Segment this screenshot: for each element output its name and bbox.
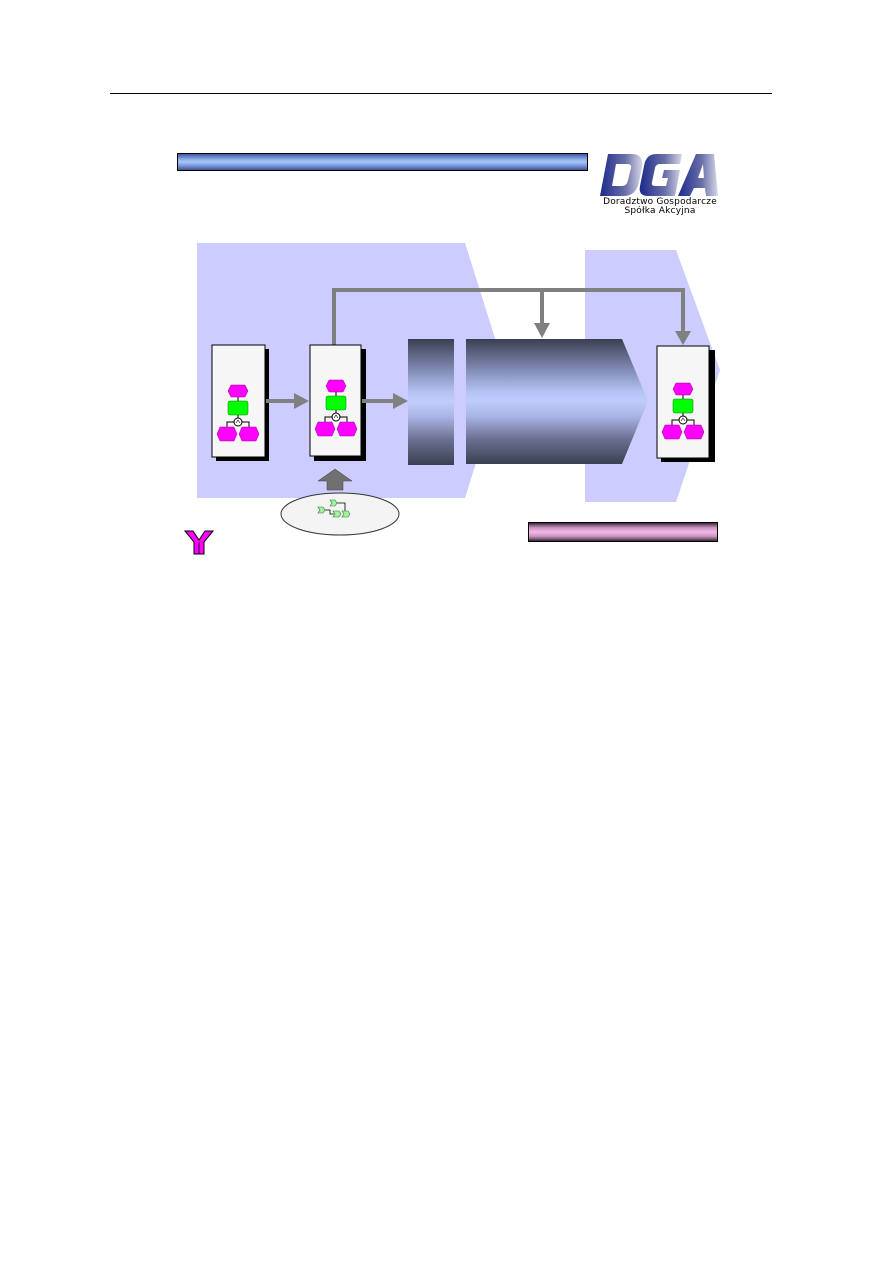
- process-card-1[interactable]: [211, 344, 269, 461]
- title-bar: [177, 153, 588, 171]
- stage-chevron: [466, 339, 648, 464]
- arrow-right-icon: [294, 393, 309, 409]
- arrow-down-icon: [534, 323, 550, 338]
- stage-block: [408, 339, 454, 465]
- value-chain-icon: [317, 499, 351, 518]
- arrow-up-icon: [317, 468, 353, 491]
- source-ellipse[interactable]: [280, 492, 400, 536]
- feedback-line: [332, 288, 685, 346]
- y-connector-icon: [183, 530, 215, 555]
- process-diagram: [183, 243, 720, 555]
- process-card-2[interactable]: [309, 344, 366, 461]
- dga-logo-mark-icon: [600, 154, 718, 196]
- process-card-3[interactable]: [656, 345, 715, 462]
- arrow-down-icon: [675, 331, 691, 345]
- logo-line-1: Doradztwo Gospodarcze: [603, 197, 717, 207]
- logo-line-2: Spółka Akcyjna: [624, 206, 696, 216]
- legend-bar: [528, 522, 718, 542]
- header-rule: [110, 93, 772, 94]
- arrow-right-icon: [393, 393, 408, 409]
- dga-logo: Doradztwo Gospodarcze Spółka Akcyjna: [598, 150, 722, 216]
